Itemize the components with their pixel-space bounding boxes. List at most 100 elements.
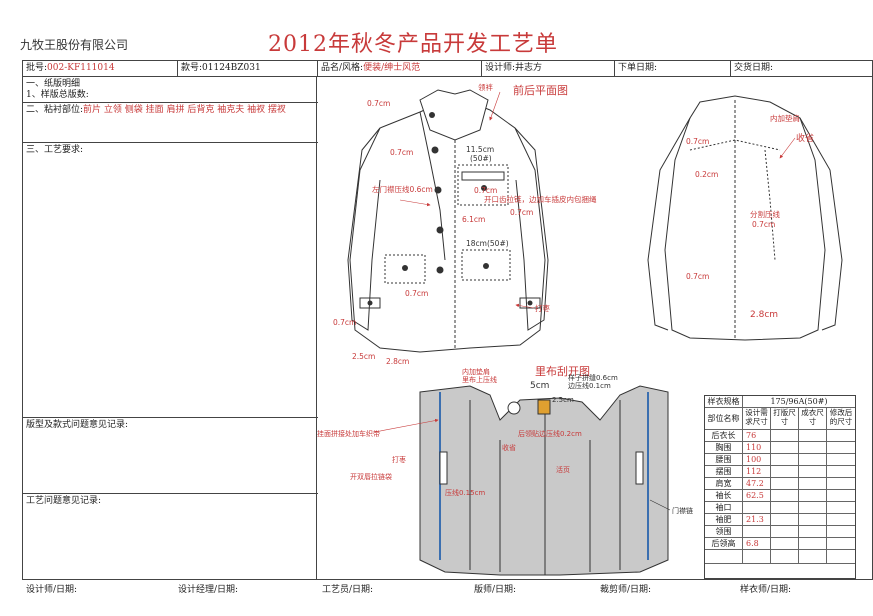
designer-cell: 设计师:井志方: [481, 61, 614, 76]
front-annotations: 领袢 0.7cm 0.7cm 11.5cm (50#) 左门襟压线0.6cm 0…: [333, 82, 597, 366]
spec-col-part: 部位名称: [705, 408, 743, 429]
ann-07-8: 0.7cm: [752, 220, 775, 229]
product-value: 便装/绅士风范: [363, 63, 421, 73]
ann-dart: 收省: [796, 132, 814, 144]
order-date-cell: 下单日期:: [614, 61, 730, 76]
ann-zip: 开口齿拉链，边加车插皮内包捆绳: [484, 194, 597, 204]
spec-design-value: [743, 526, 771, 537]
pattern-issues-label: 版型及款式问题意见记录:: [26, 420, 129, 430]
ann-50: (50#): [470, 154, 492, 163]
spec-title-size: 175/96A(50#): [770, 397, 828, 406]
sign-manager: 设计经理/日期:: [178, 585, 239, 595]
spec-part-name: 肩宽: [705, 478, 743, 489]
sign-sample: 样衣师/日期:: [740, 585, 792, 595]
spec-design-value: 100: [743, 454, 771, 465]
spec-part-name: 袖长: [705, 490, 743, 501]
table-row: 后衣长 76: [705, 430, 855, 442]
info-header-row: 批号:002-KF111014 款号:01124BZ031 品名/风格:便装/绅…: [22, 60, 873, 77]
spec-table: 样衣规格 175/96A(50#) 部位名称 设计需求尺寸 打版尺寸 成衣尺寸 …: [704, 395, 856, 579]
spec-part-name: 袖口: [705, 502, 743, 513]
paper-total: 1、样版总版数:: [26, 90, 89, 100]
style-no-label: 款号:: [181, 63, 203, 73]
table-row: 领围: [705, 526, 855, 538]
style-no-value: 01124BZ031: [202, 63, 261, 73]
spec-col-design: 设计需求尺寸: [743, 408, 771, 429]
batch-value: 002-KF111014: [47, 63, 115, 73]
lining-spread-sketch: [419, 385, 669, 576]
ann-07-5: 0.7cm: [405, 289, 428, 298]
spec-part-name: 领围: [705, 526, 743, 537]
table-row: 袖口: [705, 502, 855, 514]
lining-annotations: 内加垫肩 里布上压线 5cm 样子拼缝0.6cm 边压线0.1cm 2.5cm …: [317, 367, 693, 515]
ann-edge: 边压线0.1cm: [568, 381, 611, 390]
spec-part-name: 后衣长: [705, 430, 743, 441]
back-annotations: 内加垫肩 收省 0.7cm 0.2cm 分割压线 0.7cm 0.7cm 2.8…: [686, 113, 814, 320]
spec-col-revised: 修改后的尺寸: [829, 408, 853, 426]
ann-07-7: 0.7cm: [686, 137, 709, 146]
front-jacket-sketch: [347, 89, 549, 353]
sign-cutter: 裁剪师/日期:: [600, 585, 652, 595]
spec-part-name: 摆围: [705, 466, 743, 477]
spec-design-value: 76: [743, 430, 771, 441]
front-back-title: 前后平面图: [513, 83, 568, 97]
product-cell: 品名/风格:便装/绅士风范: [317, 61, 481, 76]
style-no-cell: 款号:01124BZ031: [177, 61, 317, 76]
spec-design-value: 6.8: [743, 538, 771, 549]
ann-pleat: 活页: [556, 465, 570, 474]
table-row: 摆围 112: [705, 466, 855, 478]
craft-issues-section: 工艺问题意见记录:: [23, 493, 318, 579]
ann-pocket: 开双唇拉链袋: [350, 472, 392, 481]
ann-07-1: 0.7cm: [367, 99, 390, 108]
spec-title-label: 样衣规格: [705, 396, 743, 407]
spec-design-value: [743, 502, 771, 513]
order-date-label: 下单日期:: [618, 63, 658, 73]
back-jacket-sketch: [647, 95, 843, 341]
batch-cell: 批号:002-KF111014: [22, 61, 177, 76]
ann-11-5: 11.5cm: [466, 145, 494, 154]
lining-section: 二、粘衬部位:前片 立领 侧袋 挂面 肩拼 后背克 袖克夫 袖衩 摆衩: [23, 102, 318, 142]
ann-split: 分割压线: [750, 209, 780, 219]
spec-header-row: 部位名称 设计需求尺寸 打版尺寸 成衣尺寸 修改后的尺寸: [705, 408, 855, 430]
table-row: 袖肥 21.3: [705, 514, 855, 526]
page-title: 2012年秋冬产品开发工艺单: [268, 32, 558, 57]
ann-5cm: 5cm: [530, 381, 549, 391]
signature-footer: 设计师/日期: 设计经理/日期: 工艺员/日期: 版师/日期: 裁剪师/日期: …: [22, 579, 873, 616]
delivery-date-label: 交货日期:: [734, 63, 774, 73]
ann-0-2: 0.2cm: [695, 170, 718, 179]
table-row: [705, 550, 855, 564]
designer-value: 井志方: [515, 63, 543, 73]
product-label: 品名/风格:: [321, 63, 364, 73]
sign-pattern: 版师/日期:: [474, 585, 517, 595]
spec-design-value: 110: [743, 442, 771, 453]
spec-col-finished: 成衣尺寸: [799, 408, 827, 429]
sign-designer: 设计师/日期:: [26, 585, 78, 595]
spec-part-name: 胸围: [705, 442, 743, 453]
craft-issues-label: 工艺问题意见记录:: [26, 496, 102, 506]
lining-label: 二、粘衬部位:: [26, 105, 84, 115]
ann-07-3: 0.7cm: [474, 186, 497, 195]
ann-tack: 打枣: [535, 303, 550, 313]
spec-col-pattern: 打版尺寸: [771, 408, 799, 429]
spec-title-row: 样衣规格 175/96A(50#): [705, 396, 855, 408]
ann-placket: 左门襟压线0.6cm: [372, 184, 433, 194]
ann-18: 18cm(50#): [466, 239, 509, 248]
spec-part-name: 后领高: [705, 538, 743, 549]
ann-dart2: 收省: [502, 443, 516, 452]
ann-2-8a: 2.8cm: [386, 357, 409, 366]
ann-07-2: 0.7cm: [390, 148, 413, 157]
ann-hem: 后领贴边压线0.2cm: [518, 429, 582, 438]
spec-design-value: 21.3: [743, 514, 771, 525]
ann-tack2: 打枣: [392, 455, 406, 464]
spec-design-value: 112: [743, 466, 771, 477]
ann-6-1: 6.1cm: [462, 215, 485, 224]
ann-2-5: 2.5cm: [352, 352, 375, 361]
left-panel: 一、纸版明细 1、样版总版数: 二、粘衬部位:前片 立领 侧袋 挂面 肩拼 后背…: [22, 77, 318, 579]
company-name: 九牧王股份有限公司: [20, 38, 129, 52]
paper-section: 一、纸版明细 1、样版总版数:: [23, 77, 318, 102]
front-jacket-buttons: [367, 112, 533, 306]
designer-label: 设计师:: [485, 63, 516, 73]
ann-07-9: 0.7cm: [686, 272, 709, 281]
spec-part-name: 袖肥: [705, 514, 743, 525]
pattern-issues-section: 版型及款式问题意见记录:: [23, 417, 318, 493]
ann-facing: 挂面拼接处加车织带: [317, 429, 380, 438]
